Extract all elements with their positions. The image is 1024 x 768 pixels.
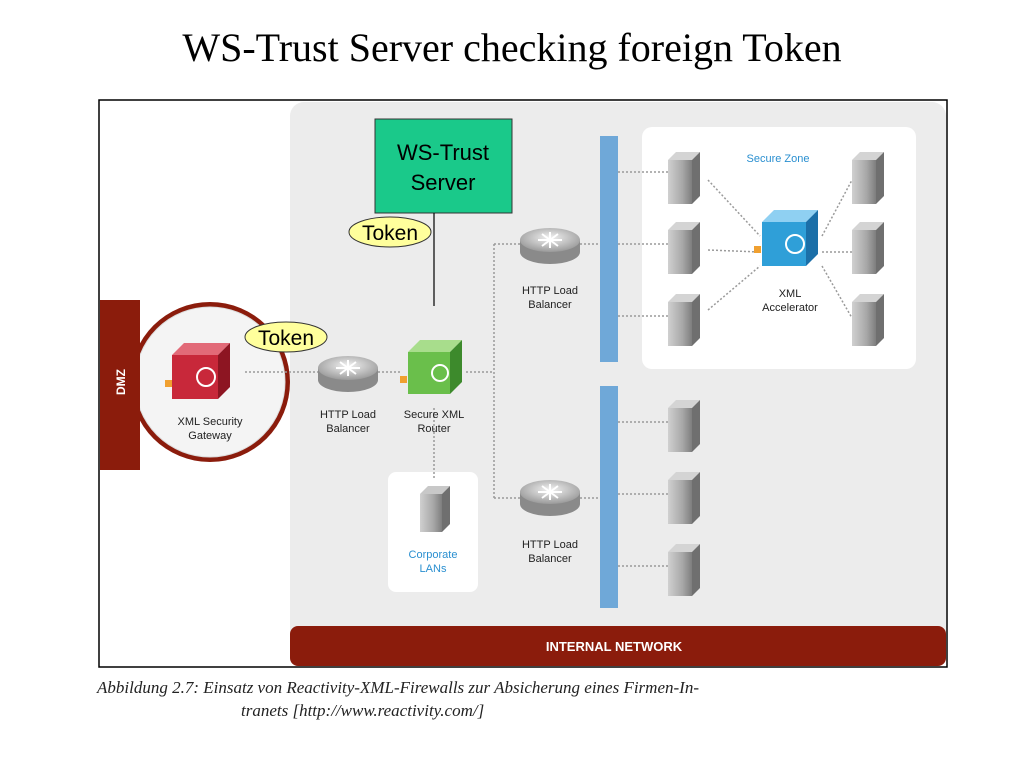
server-icon <box>668 222 700 274</box>
ws-trust-label-1: WS-Trust <box>397 140 489 165</box>
router-label-1: Secure XML <box>404 409 465 421</box>
secure-zone-label: Secure Zone <box>747 153 810 165</box>
http-load-balancer-top-icon <box>520 228 580 264</box>
server-icon <box>668 544 700 596</box>
token-left-label: Token <box>258 327 314 350</box>
ws-trust-label-2: Server <box>411 170 476 195</box>
server-icon <box>668 152 700 204</box>
bus-top <box>600 136 618 362</box>
caption-line-2: tranets [http://www.reactivity.com/] <box>241 701 485 720</box>
secure-xml-router-icon <box>400 340 462 394</box>
gateway-label-1: XML Security <box>177 416 243 428</box>
lb-top-label-2: Balancer <box>528 299 572 311</box>
accelerator-label-1: XML <box>779 288 802 300</box>
router-label-2: Router <box>417 423 450 435</box>
network-diagram: INTERNAL NETWORK DMZ Secure Zone <box>98 99 948 668</box>
corporate-lan-server-icon <box>420 486 450 532</box>
server-icon <box>852 222 884 274</box>
lb-main-label-2: Balancer <box>326 423 370 435</box>
lb-top-label-1: HTTP Load <box>522 285 578 297</box>
xml-accelerator-icon <box>754 210 818 266</box>
ws-trust-server-box <box>374 118 513 214</box>
server-icon <box>668 472 700 524</box>
http-load-balancer-main-icon <box>318 356 378 392</box>
server-icon <box>668 294 700 346</box>
server-icon <box>852 294 884 346</box>
internal-network-bar <box>290 626 946 666</box>
bus-bottom <box>600 386 618 608</box>
token-top-label: Token <box>362 222 418 245</box>
dmz-label: DMZ <box>114 369 128 395</box>
lb-bottom-label-2: Balancer <box>528 553 572 565</box>
caption-line-1: Abbildung 2.7: Einsatz von Reactivity-XM… <box>97 678 699 697</box>
connection-lines <box>245 171 853 567</box>
internal-network-label: INTERNAL NETWORK <box>546 639 683 654</box>
server-icon <box>668 400 700 452</box>
corporate-label-1: Corporate <box>409 549 458 561</box>
accelerator-label-2: Accelerator <box>762 302 818 314</box>
token-top-oval <box>348 216 432 248</box>
http-load-balancer-bottom-icon <box>520 480 580 516</box>
slide-title: WS-Trust Server checking foreign Token <box>182 25 842 70</box>
token-left-oval <box>244 321 328 353</box>
figure-caption: Abbildung 2.7: Einsatz von Reactivity-XM… <box>97 676 957 722</box>
server-group <box>668 152 884 596</box>
xml-security-gateway-icon <box>165 343 230 399</box>
corporate-label-2: LANs <box>420 563 447 575</box>
server-icon <box>852 152 884 204</box>
gateway-label-2: Gateway <box>188 430 232 442</box>
lb-main-label-1: HTTP Load <box>320 409 376 421</box>
lb-bottom-label-1: HTTP Load <box>522 539 578 551</box>
